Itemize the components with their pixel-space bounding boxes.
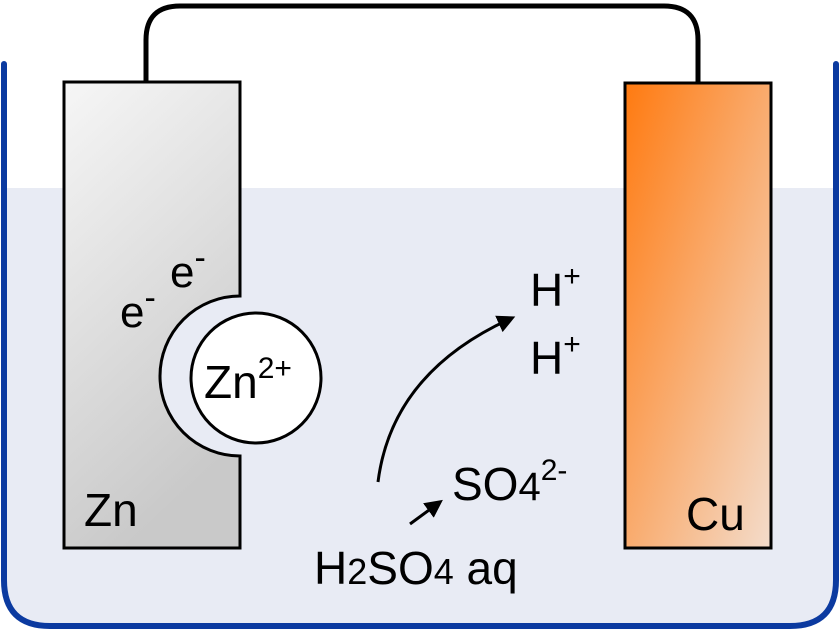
zinc-ion-label: Zn2+ [204, 352, 292, 408]
electron-label: e- [120, 279, 156, 337]
connecting-wire [143, 3, 701, 83]
dissociation-arrow [409, 499, 443, 526]
zinc-electrode-label: Zn [84, 484, 138, 536]
solution-label: H2SO4 aq [314, 542, 518, 594]
proton-release-arrow [376, 315, 516, 483]
sulfate-ion-label: SO42- [452, 454, 567, 510]
electron-label: e- [170, 239, 206, 297]
zinc-ion-charge: 2+ [258, 352, 292, 385]
zinc-ion-circle [189, 311, 323, 445]
proton-label: H+ [530, 328, 581, 384]
proton-label: H+ [530, 260, 581, 316]
copper-electrode-label: Cu [686, 488, 745, 540]
zinc-electrode [62, 80, 242, 550]
zinc-ion-base: Zn [204, 356, 258, 408]
beaker-outline [1, 61, 839, 629]
copper-electrode [623, 81, 773, 550]
